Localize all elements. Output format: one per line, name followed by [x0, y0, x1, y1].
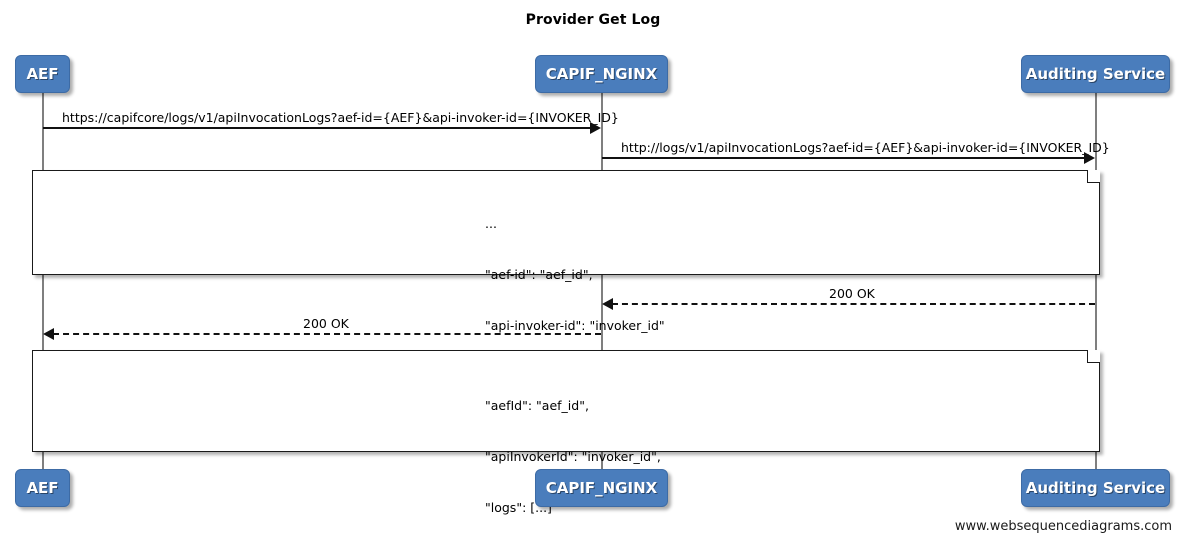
note-line: "api-invoker-id": "invoker_id" [485, 318, 665, 333]
message-label-2: http://logs/v1/apiInvocationLogs?aef-id=… [621, 140, 1110, 155]
arrow-head-icon-3 [602, 298, 613, 310]
note-request-body: ... "aef-id": "aef_id", "api-invoker-id"… [32, 170, 1100, 384]
note-content: ... "aef-id": "aef_id", "api-invoker-id"… [485, 181, 665, 419]
participant-label: Auditing Service [1025, 479, 1166, 497]
arrow-head-icon-1 [590, 122, 601, 134]
participant-label: AEF [26, 65, 59, 83]
note-fold-corner-icon [1087, 350, 1100, 363]
message-line-3 [612, 303, 1095, 305]
page-title: Provider Get Log [525, 12, 661, 28]
message-label-3: 200 OK [829, 286, 875, 301]
participant-capif-nginx-top[interactable]: CAPIF_NGINX [535, 55, 668, 93]
note-line: "apiInvokerId": "invoker_id", [485, 449, 661, 464]
lifeline-capif-nginx [601, 92, 603, 470]
participant-aef-top[interactable]: AEF [15, 55, 70, 93]
note-response-body: "aefId": "aef_id", "apiInvokerId": "invo… [32, 350, 1100, 515]
note-content: "aefId": "aef_id", "apiInvokerId": "invo… [485, 363, 661, 550]
arrow-head-icon-2 [1084, 152, 1095, 164]
participant-label: CAPIF_NGINX [545, 65, 658, 83]
participant-aef-bottom[interactable]: AEF [15, 469, 70, 507]
lifeline-auditing-service [1095, 92, 1097, 470]
participant-label: AEF [26, 479, 59, 497]
participant-auditing-service-bottom[interactable]: Auditing Service [1021, 469, 1170, 507]
arrow-head-icon-4 [43, 328, 54, 340]
participant-capif-nginx-bottom[interactable]: CAPIF_NGINX [535, 469, 668, 507]
participant-auditing-service-top[interactable]: Auditing Service [1021, 55, 1170, 93]
note-fold-corner-icon [1087, 170, 1100, 183]
participant-label: CAPIF_NGINX [545, 479, 658, 497]
note-line: "aefId": "aef_id", [485, 398, 589, 413]
message-line-4 [53, 333, 601, 335]
message-label-1: https://capifcore/logs/v1/apiInvocationL… [62, 110, 619, 125]
note-line: "aef-id": "aef_id", [485, 267, 593, 282]
watermark-footer: www.websequencediagrams.com [954, 519, 1172, 534]
lifeline-aef [42, 92, 44, 470]
message-line-1 [43, 127, 591, 129]
message-label-4: 200 OK [303, 316, 349, 331]
message-line-2 [602, 157, 1085, 159]
note-line: ... [485, 216, 497, 231]
participant-label: Auditing Service [1025, 65, 1166, 83]
